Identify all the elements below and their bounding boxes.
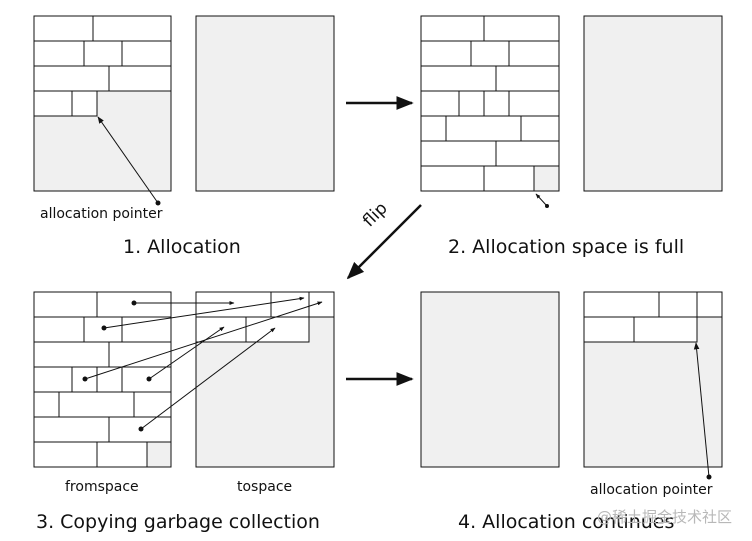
tospace-label: tospace: [237, 479, 293, 495]
panel1-pointer-arrow: [97, 116, 161, 206]
caption-copying-gc: 3. Copying garbage collection: [36, 511, 320, 533]
fromspace-label: fromspace: [65, 479, 139, 495]
allocated-blocks: [420, 15, 560, 192]
panel2-pointer-arrow: [535, 193, 549, 208]
watermark: @稀土掘金技术社区: [597, 508, 733, 526]
panel2-tospace: [583, 15, 723, 192]
allocated-blocks: [583, 291, 723, 343]
panel4-pointer-arrow: [693, 342, 712, 480]
panel4-active-space: [583, 291, 723, 468]
caption-allocation-continues: 4. Allocation continues: [458, 511, 675, 533]
panel1-tospace: [195, 15, 335, 192]
allocation-pointer-label-2: allocation pointer: [590, 482, 713, 498]
caption-allocation-space-full: 2. Allocation space is full: [448, 236, 685, 258]
panel4-old-space: [420, 291, 560, 468]
panel2-fromspace-full: [420, 15, 560, 192]
flip-arrow: [346, 204, 422, 280]
caption-allocation: 1. Allocation: [123, 236, 241, 258]
panel1-fromspace: [33, 15, 172, 192]
panel3-tospace: [195, 291, 335, 468]
copy-arrows: [84, 296, 323, 430]
allocation-pointer-label: allocation pointer: [40, 206, 163, 222]
allocated-blocks: [33, 15, 172, 117]
copy-arrow-origins: [82, 300, 152, 432]
